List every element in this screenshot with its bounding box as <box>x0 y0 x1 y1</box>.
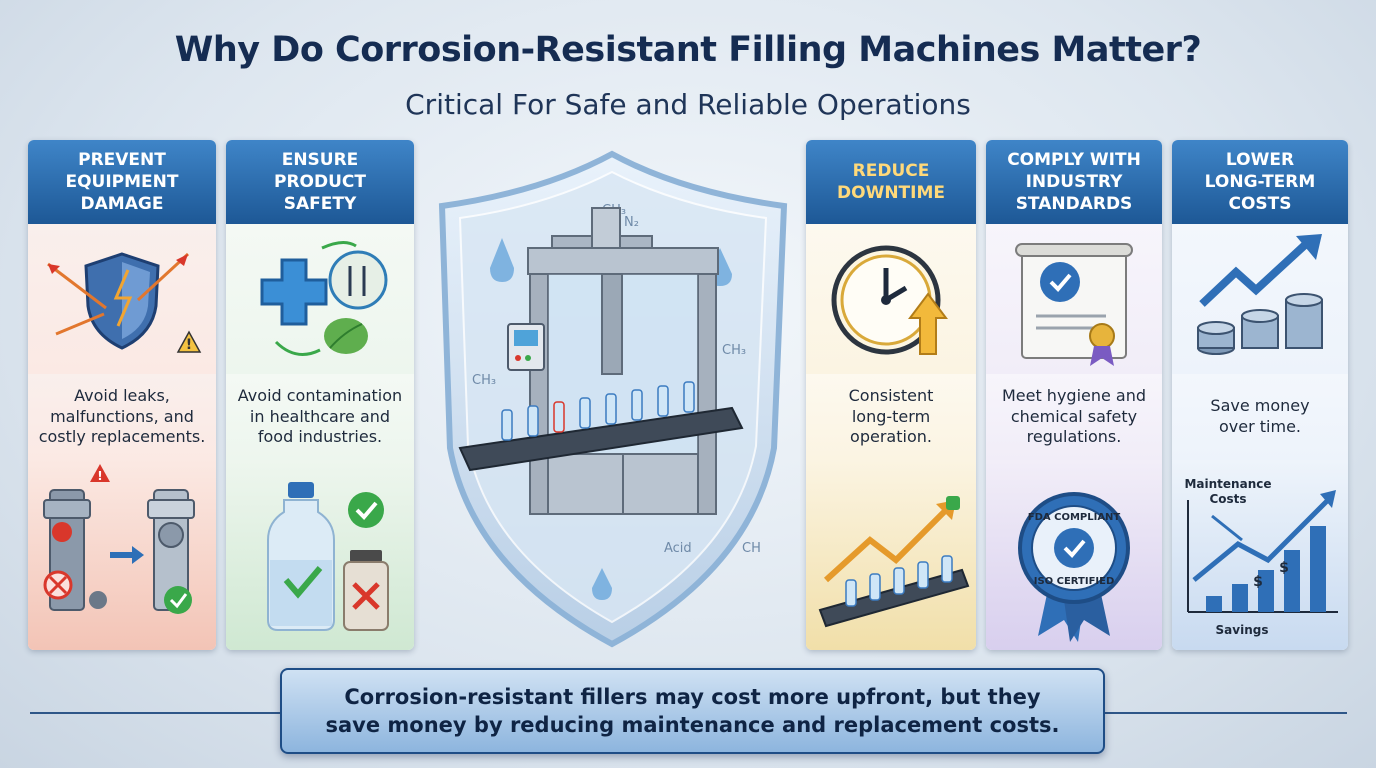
svg-text:$: $ <box>1279 560 1289 576</box>
card-lower-long-term-costs: Lower Long-Term Costs Save money over ti… <box>1172 140 1348 650</box>
droplet-icon <box>592 568 612 600</box>
conveyor-growth-icon <box>806 460 976 650</box>
cost-savings-chart-icon: Maintenance Costs $ $ Savings <box>1172 460 1348 650</box>
divider-line <box>30 712 280 714</box>
card-comply-with-standards: Comply With Industry Standards Meet hygi… <box>986 140 1162 650</box>
chem-label: N₂ <box>624 215 639 230</box>
health-food-cycle-icon <box>226 224 414 374</box>
seal-top-text: FDA COMPLIANT <box>1028 512 1121 523</box>
card-description: Consistent long-term operation. <box>806 374 976 460</box>
card-description: Avoid contamination in healthcare and fo… <box>226 374 414 460</box>
card-reduce-downtime: Reduce Downtime Consistent long-term ope… <box>806 140 976 650</box>
droplet-icon <box>490 238 514 282</box>
svg-text:!: ! <box>97 469 102 483</box>
card-ensure-product-safety: Ensure Product Safety Avoid contaminatio… <box>226 140 414 650</box>
growth-coins-icon <box>1172 224 1348 374</box>
summary-banner: Corrosion-resistant fillers may cost mor… <box>280 668 1105 754</box>
certified-seal-icon: FDA COMPLIANT ISO CERTIFIED <box>986 460 1162 650</box>
cost-chart-top-label-line2: Costs <box>1209 492 1246 506</box>
card-description: Meet hygiene and chemical safety regulat… <box>986 374 1162 460</box>
chem-label: CH <box>742 541 761 556</box>
chem-label: Acid <box>664 541 692 556</box>
divider-line <box>1105 712 1347 714</box>
svg-text:!: ! <box>186 337 192 353</box>
card-heading: Ensure Product Safety <box>226 140 414 224</box>
card-description: Save money over time. <box>1172 374 1348 460</box>
certificate-icon <box>986 224 1162 374</box>
card-heading: Prevent Equipment Damage <box>28 140 216 224</box>
card-heading: Comply With Industry Standards <box>986 140 1162 224</box>
page-subtitle: Critical For Safe and Reliable Operation… <box>405 88 971 121</box>
cost-chart-top-label-line1: Maintenance <box>1184 477 1271 491</box>
card-heading: Lower Long-Term Costs <box>1172 140 1348 224</box>
clock-arrow-icon <box>806 224 976 374</box>
pipe-repair-icon: ! <box>28 460 216 650</box>
bottle-check-icon <box>226 460 414 650</box>
card-description: Avoid leaks, malfunctions, and costly re… <box>28 374 216 460</box>
card-prevent-equipment-damage: Prevent Equipment Damage ! Avoid leaks, … <box>28 140 216 650</box>
card-heading: Reduce Downtime <box>806 140 976 224</box>
chem-label: CH₃ <box>472 373 496 388</box>
cost-chart-bottom-label: Savings <box>1216 623 1269 637</box>
page-title: Why Do Corrosion-Resistant Filling Machi… <box>174 30 1202 70</box>
shield-spark-icon: ! <box>28 224 216 374</box>
shield-machine-illustration: CH₃ N₂ CH₃ CH₃ Acid CH <box>432 148 794 650</box>
seal-bottom-text: ISO CERTIFIED <box>1034 576 1115 587</box>
svg-text:$: $ <box>1253 574 1263 590</box>
chem-label: CH₃ <box>722 343 746 358</box>
